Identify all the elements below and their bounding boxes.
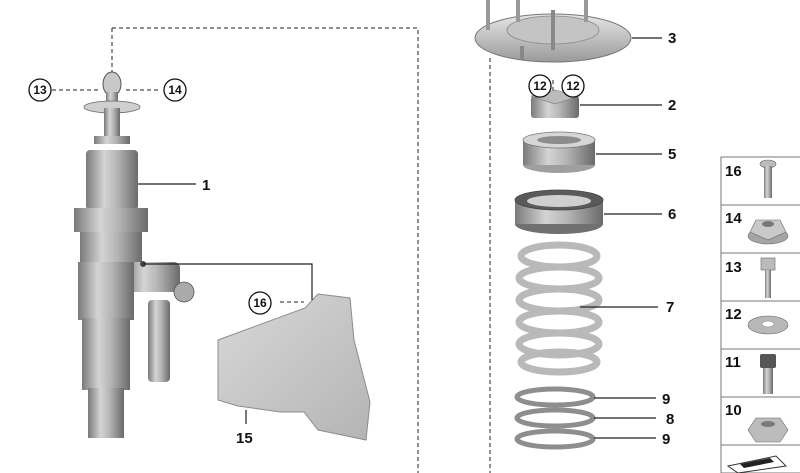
callout-7: 7 <box>666 299 674 316</box>
panel-label-10: 10 <box>725 402 742 419</box>
callout-6: 6 <box>668 206 676 223</box>
spring-seat <box>514 189 604 234</box>
svg-text:14: 14 <box>168 83 182 97</box>
svg-text:16: 16 <box>253 296 267 310</box>
svg-text:12: 12 <box>533 79 547 93</box>
panel-label-13: 13 <box>725 259 742 276</box>
svg-text:13: 13 <box>33 83 47 97</box>
panel-label-16: 16 <box>725 163 742 180</box>
sheet-arrow-icon <box>726 455 788 473</box>
callout-15: 15 <box>236 430 253 447</box>
leader-lines <box>138 37 662 439</box>
hex-bolt-icon <box>760 257 776 298</box>
callout-3: 3 <box>668 30 676 47</box>
callout-9-upper: 9 <box>662 391 670 408</box>
panel-label-12: 12 <box>725 306 742 323</box>
flange-nut-icon <box>747 219 789 245</box>
shield-plate <box>217 293 371 441</box>
spring-pad-upper <box>522 131 596 173</box>
shock-absorber <box>74 71 195 438</box>
circled-callout-16: 16 <box>248 291 272 315</box>
circled-callout-13: 13 <box>28 78 52 102</box>
callout-2: 2 <box>668 97 676 114</box>
socket-bolt-icon <box>760 354 776 394</box>
svg-text:12: 12 <box>566 79 580 93</box>
circled-callout-12b: 12 <box>561 74 585 98</box>
circled-callout-14: 14 <box>163 78 187 102</box>
callout-9-lower: 9 <box>662 431 670 448</box>
callout-labels: 1 3 2 5 6 7 9 8 9 15 <box>202 30 676 448</box>
panel-label-11: 11 <box>725 354 741 371</box>
washer-icon <box>747 315 789 335</box>
coil-spring <box>515 241 603 376</box>
circled-callout-12a: 12 <box>528 74 552 98</box>
callout-1: 1 <box>202 177 210 194</box>
callout-5: 5 <box>668 146 676 163</box>
spring-pad-washers <box>514 386 596 450</box>
strut-mount <box>474 0 632 63</box>
panel-label-14: 14 <box>725 210 742 227</box>
dashed-frame <box>52 27 554 473</box>
hardware-panel: 16 14 13 12 11 10 <box>720 156 800 473</box>
hex-nut-icon <box>747 417 789 443</box>
bolt-icon <box>759 159 777 198</box>
callout-8: 8 <box>666 411 674 428</box>
